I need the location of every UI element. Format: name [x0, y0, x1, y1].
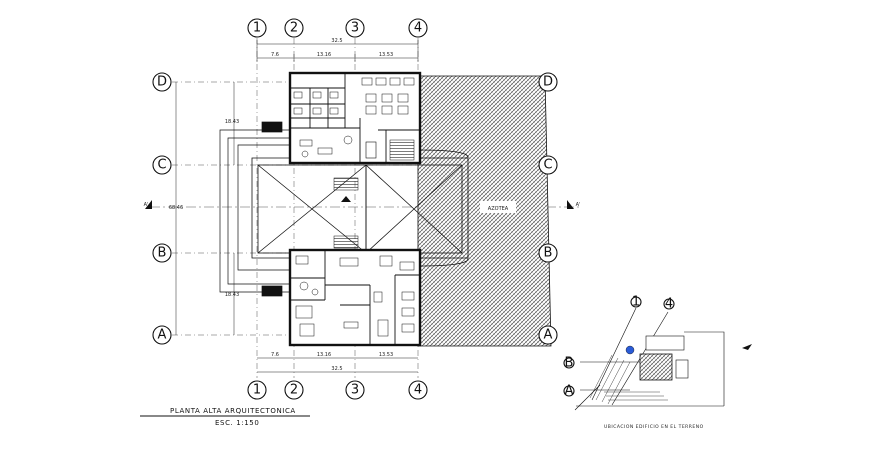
- upper-building-block: [288, 71, 422, 165]
- svg-text:A: A: [158, 328, 167, 343]
- segment-dim-3: 13.53: [379, 52, 393, 58]
- svg-text:B: B: [565, 356, 574, 371]
- plan-title: PLANTA ALTA ARQUITECTONICA: [170, 407, 296, 415]
- svg-text:D: D: [157, 75, 167, 90]
- svg-text:4: 4: [414, 383, 422, 398]
- exterior-walkway: [219, 121, 290, 297]
- svg-text:1: 1: [632, 295, 640, 310]
- svg-text:2: 2: [290, 383, 298, 398]
- grid-bubble-row-d-right: D: [538, 72, 558, 92]
- grid-bubble-col-1-bottom: 1: [247, 380, 267, 400]
- grid-bubble-row-a-right: A: [538, 325, 558, 345]
- svg-text:A: A: [544, 328, 553, 343]
- vertical-dim-lower: 18.43: [225, 292, 239, 298]
- grid-bubble-col-2-top: 2: [284, 18, 304, 38]
- segment-dim-2: 13.16: [317, 52, 331, 58]
- overall-width-dim-top: 32.5: [331, 38, 342, 44]
- segment-dim-2-bottom: 13.16: [317, 352, 331, 358]
- grid-bubble-col-2-bottom: 2: [284, 380, 304, 400]
- grid-bubble-col-4-bottom: 4: [408, 380, 428, 400]
- lower-building-block: [288, 248, 422, 347]
- site-plan-caption: UBICACION EDIFICIO EN EL TERRENO: [604, 424, 704, 430]
- grid-bubble-col-4-top: 4: [408, 18, 428, 38]
- segment-dim-1-bottom: 7.6: [271, 352, 279, 358]
- svg-text:C: C: [543, 158, 552, 173]
- grid-bubble-row-b-left: B: [152, 243, 172, 263]
- section-marker-left: A': [144, 200, 152, 209]
- site-plan-inset: [574, 307, 752, 411]
- grid-bubble-row-a-left: A: [152, 325, 172, 345]
- svg-text:3: 3: [351, 21, 359, 36]
- site-grid-bubble-a: A: [563, 384, 575, 399]
- svg-text:A: A: [565, 384, 574, 399]
- vertical-dim-total: 68.46: [169, 205, 183, 211]
- plan-scale: ESC. 1:150: [215, 419, 259, 427]
- svg-text:1: 1: [253, 383, 261, 398]
- segment-dim-1: 7.6: [271, 52, 279, 58]
- grid-bubble-row-b-right: B: [538, 243, 558, 263]
- atrium-stairs: [333, 177, 359, 249]
- grid-bubble-row-d-left: D: [152, 72, 172, 92]
- section-marker-right: A': [567, 200, 580, 209]
- grid-bubble-col-1-top: 1: [247, 18, 267, 38]
- svg-text:A': A': [576, 202, 581, 208]
- grid-bubble-col-3-bottom: 3: [345, 380, 365, 400]
- grid-bubble-row-c-right: C: [538, 155, 558, 175]
- site-grid-bubble-1: 1: [630, 295, 642, 310]
- roof-label-bg: [480, 201, 516, 213]
- svg-text:B: B: [158, 246, 167, 261]
- svg-text:2: 2: [290, 21, 298, 36]
- grid-bubble-row-c-left: C: [152, 155, 172, 175]
- svg-text:B: B: [544, 246, 553, 261]
- svg-text:C: C: [157, 158, 166, 173]
- svg-text:D: D: [543, 75, 553, 90]
- roof-label: AZOTEA: [488, 206, 509, 212]
- vertical-dim-upper: 18.43: [225, 119, 239, 125]
- overall-width-dim-bottom: 32.5: [331, 366, 342, 372]
- svg-text:3: 3: [351, 383, 359, 398]
- site-grid-bubble-b: B: [563, 356, 575, 371]
- svg-text:1: 1: [253, 21, 261, 36]
- grid-bubble-col-3-top: 3: [345, 18, 365, 38]
- svg-text:4: 4: [665, 297, 673, 312]
- dimension-lines: [175, 40, 419, 373]
- plan-title-block: PLANTA ALTA ARQUITECTONICA ESC. 1:150: [140, 407, 310, 427]
- segment-dim-3-bottom: 13.53: [379, 352, 393, 358]
- svg-text:4: 4: [414, 21, 422, 36]
- site-grid-bubble-4: 4: [663, 297, 675, 312]
- svg-text:A': A': [144, 202, 149, 208]
